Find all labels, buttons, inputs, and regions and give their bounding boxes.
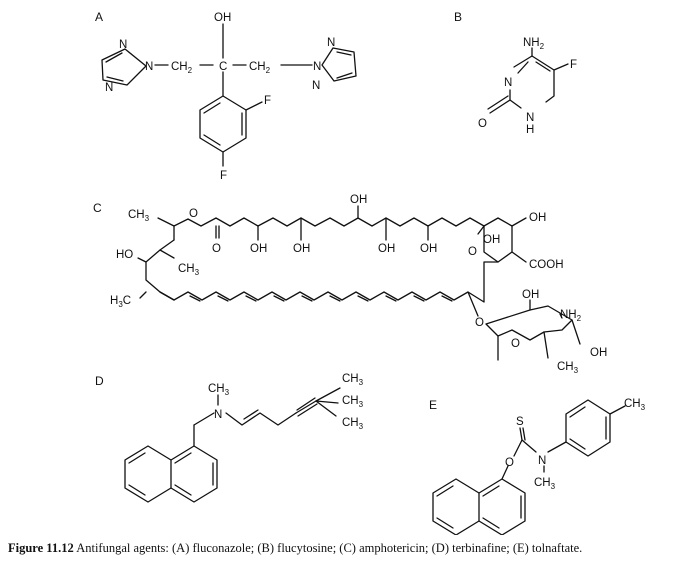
atom-label: OH [350,194,367,206]
atom-label: F [570,59,577,71]
atom-label: CH3 [557,361,579,375]
atom-label: CH3 [178,263,200,277]
atom-label: O [505,457,514,469]
atom-label: N [526,112,534,124]
atom-label: CH2 [249,61,271,75]
atom-label: N [145,61,153,73]
atom-label: O [189,208,198,220]
atom-label: NH2 [560,309,582,323]
atom-label: F [220,170,227,182]
atom-label: H3C [110,295,131,309]
atom-label: O [212,243,221,255]
atom-label: CH3 [208,383,230,397]
atom-label: OH [378,243,395,255]
amphotericin-structure: CH3 O O HO CH3 H3C OH OH OH OH OH OH OH … [110,194,607,375]
atom-label: OH [250,243,267,255]
tolnaftate-structure: S O N CH3 CH3 [432,398,646,535]
atom-label: N [313,61,321,73]
atom-label: N [504,77,512,89]
atom-label: HO [116,249,133,261]
antifungal-structures-figure: A B C D E OH N N N CH2 C CH2 N N [93,10,646,535]
figure-caption-text: Antifungal agents: (A) fluconazole; (B) … [76,541,583,555]
atom-label: CH3 [342,417,364,431]
atom-label: OH [522,289,539,301]
panel-label-a: A [95,10,103,24]
atom-label: O [511,338,520,350]
panel-label-c: C [93,201,102,215]
atom-label: CH3 [128,209,150,223]
atom-label: OH [293,243,310,255]
atom-label: H [526,124,534,136]
fluconazole-structure: OH N N N CH2 C CH2 N N N F F [101,12,357,182]
atom-label: S [516,416,524,428]
atom-label: N [327,37,335,49]
atom-label: CH3 [342,395,364,409]
atom-label: O [468,246,477,258]
panel-label-e: E [429,398,437,412]
terbinafine-structure: CH3 N CH3 CH3 CH3 [124,373,364,503]
figure-caption-label: Figure 11.12 [8,541,74,555]
atom-label: N [214,409,222,421]
atom-label: OH [214,12,231,24]
atom-label: N [312,80,320,92]
atom-label: OH [420,243,437,255]
atom-label: C [219,61,227,73]
panel-label-b: B [454,10,462,24]
flucytosine-structure: NH2 F N O N H [478,37,577,136]
atom-label: OH [529,212,546,224]
atom-label: CH3 [342,373,364,387]
figure-caption: Figure 11.12 Antifungal agents: (A) fluc… [8,541,668,556]
atom-label: O [478,118,487,130]
atom-label: NH2 [523,37,545,51]
atom-label: O [475,317,484,329]
atom-label: CH3 [534,477,556,491]
atom-label: COOH [529,259,564,271]
atom-label: OH [483,234,500,246]
atom-label: OH [590,347,607,359]
atom-label: CH2 [171,61,193,75]
panel-label-d: D [95,374,104,388]
atom-label: N [538,455,546,467]
atom-label: F [264,95,271,107]
atom-label: N [119,39,127,51]
atom-label: CH3 [624,398,646,412]
atom-label: N [105,82,113,94]
